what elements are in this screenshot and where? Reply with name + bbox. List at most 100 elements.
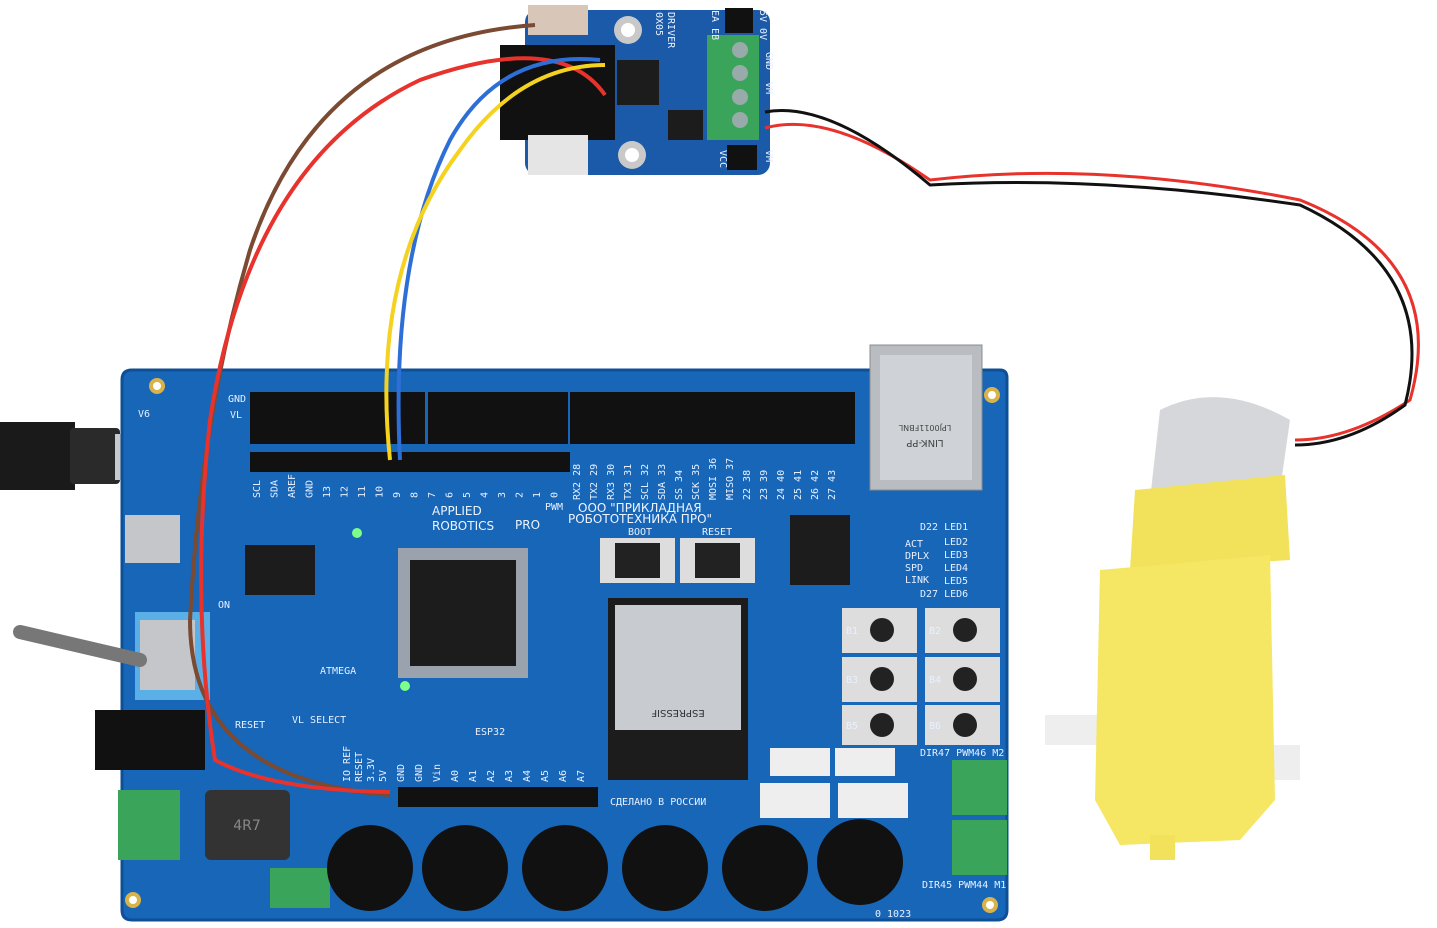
user-buttons[interactable] [842,608,1000,745]
made-in-label: СДЕЛАНО В РОССИИ [610,797,706,808]
svg-text:B2: B2 [929,626,941,637]
atmega-chip [398,548,528,678]
pin-label: 5 [462,492,473,498]
pin-label: A3 [504,770,515,782]
svg-text:LED2: LED2 [944,537,968,548]
pin-label: 12 [340,486,351,498]
pot-range-label: 0 1023 [875,909,911,920]
motor-driver-board: DRIVER 0X05 5V 0V EA EB GND VM VCC VM [500,5,774,175]
company-line1: ООО "ПРИКЛАДНАЯ [578,501,702,515]
pin-label: 3.3V [366,758,377,782]
driver-jumper-top: EA EB [709,10,720,40]
pin-label: 26 42 [810,470,821,500]
svg-text:B5: B5 [846,721,858,732]
pin-label: GND [305,480,316,498]
gnd-label: GND [228,394,246,405]
driver-vm-label: VM [763,82,774,94]
driver-vm2-label: VM [763,150,774,162]
motor-terminal-m2 [952,760,1007,815]
pwm-label: PWM [545,502,563,513]
pin-label: RESET [354,752,365,782]
pin-label: 10 [375,486,386,498]
boot-button[interactable] [600,538,675,583]
inductor-label: 4R7 [233,818,261,834]
on-label: ON [218,600,230,611]
motor1-label: DIR45 PWM44 M1 [922,880,1006,891]
pin-label: AREF [287,474,298,498]
reset-button[interactable] [680,538,755,583]
svg-text:B1: B1 [846,626,858,637]
header-ext [570,392,855,444]
svg-text:B4: B4 [929,675,941,686]
pin-label: 4 [480,492,491,498]
pin-label: 6 [445,492,456,498]
pin-label: A4 [522,770,533,782]
ethernet-label: LINK-PP [906,437,943,448]
svg-text:LED4: LED4 [944,563,968,574]
v6-label: V6 [138,409,150,420]
pin-label: 24 40 [776,470,787,500]
vl-label: VL [230,410,242,421]
pin-label: SCL 32 [640,464,651,500]
svg-text:D22 LED1: D22 LED1 [920,522,968,533]
pin-label: 0 [550,492,561,498]
pin-label: TX2 29 [589,464,600,500]
pin-label: 22 38 [742,470,753,500]
pin-label: SDA 33 [657,464,668,500]
vl-select-label: VL SELECT [292,715,346,726]
pin-label: RX3 30 [606,464,617,500]
brand-badge: PRO [515,518,540,532]
pin-label: 1 [532,492,543,498]
pin-label: IO REF [342,746,353,782]
pin-label: 23 39 [759,470,770,500]
potentiometers[interactable] [327,819,903,911]
led-13 [352,528,362,538]
led-labels-left: ACT DPLX SPD LINK [905,539,929,586]
motor-terminal-m1 [952,820,1007,875]
svg-text:SPD: SPD [905,563,923,574]
wires [187,23,1420,797]
ethernet-jack: LINK-PP LPJ0011FBNL [869,344,983,491]
driver-pins-top: 5V 0V [757,10,768,40]
pin-label: MOSI 36 [708,458,719,500]
pin-label: 27 43 [827,470,838,500]
pin-label: 11 [357,486,368,498]
pin-label: A0 [450,770,461,782]
power-terminal [118,790,180,860]
svg-text:LED5: LED5 [944,576,968,587]
motor2-label: DIR47 PWM46 M2 [920,748,1004,759]
reset-label-left: RESET [235,720,265,731]
main-board: LINK-PP LPJ0011FBNL 4R7 E [13,344,1009,922]
pin-label: 7 [427,492,438,498]
header-digital [250,392,425,444]
power-switch[interactable] [13,612,210,700]
pin-label: 25 41 [793,470,804,500]
wire-blue [396,57,601,461]
driver-title: DRIVER [665,12,676,49]
pin-label: A1 [468,770,479,782]
driver-gnd-label: GND [763,52,774,70]
wire-yellow [384,63,606,461]
company-line2: РОБОТОТЕХНИКА ПРО" [568,512,712,526]
dc-jack [95,710,205,770]
wire-red [199,56,607,794]
driver-model: 0X05 [653,12,664,36]
pin-label: GND [414,764,425,782]
svg-text:LED3: LED3 [944,550,968,561]
header-pwm [428,392,568,444]
pin-label: A5 [540,770,551,782]
pin-label: 13 [322,486,333,498]
pin-label: RX2 28 [572,464,583,500]
pin-label: A6 [558,770,569,782]
pin-label: 3 [497,492,508,498]
pin-label: SDA [270,480,281,498]
pin-label: 5V [378,770,389,782]
pin-label: 9 [392,492,403,498]
esp-module-label: ESPRESSIF [651,707,705,718]
led-labels-right: D22 LED1 LED2 LED3 LED4 LED5 D27 LED6 [920,522,968,600]
svg-text:B3: B3 [846,675,858,686]
esp32-label: ESP32 [475,727,505,738]
pin-label: SS 34 [674,470,685,500]
